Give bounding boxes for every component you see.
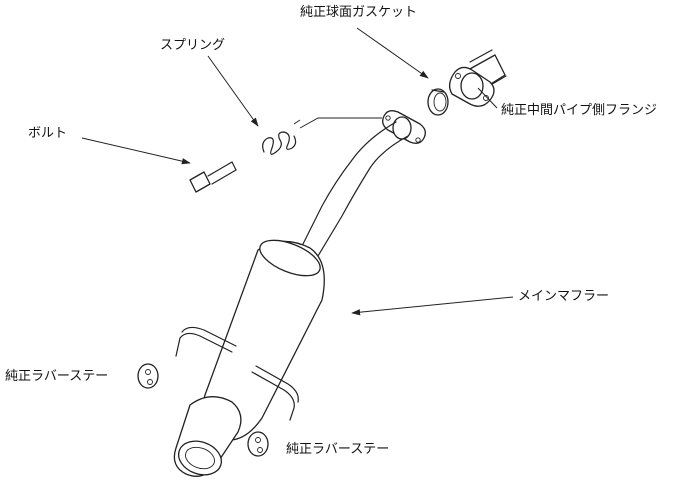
bottom-rubber-stay [247, 431, 269, 457]
left-bracket [175, 326, 237, 357]
bottom-stay-label: 純正ラバーステー [286, 442, 390, 457]
gasket-leader [356, 27, 429, 79]
left-stay-label: 純正ラバーステー [5, 369, 109, 384]
bolt [189, 161, 237, 193]
muffler-leader [351, 296, 514, 316]
bolt-label: ボルト [28, 126, 68, 141]
spring-label: スプリング [160, 38, 226, 53]
muffler-pipe [299, 121, 409, 257]
flange-label: 純正中間パイプ側フランジ [501, 103, 658, 118]
flange-leader [477, 87, 498, 109]
spherical-gasket [427, 88, 449, 116]
muffler-label: メインマフラー [518, 289, 610, 304]
bolt-leader [81, 137, 191, 165]
assembly-guide-line [299, 117, 382, 129]
main-muffler [173, 239, 325, 477]
spring-leader [207, 55, 259, 127]
intermediate-flange [448, 66, 495, 107]
gasket-label: 純正球面ガスケット [300, 5, 418, 20]
spring [262, 119, 301, 155]
left-rubber-stay [137, 363, 159, 389]
bottom-bracket [251, 365, 299, 421]
